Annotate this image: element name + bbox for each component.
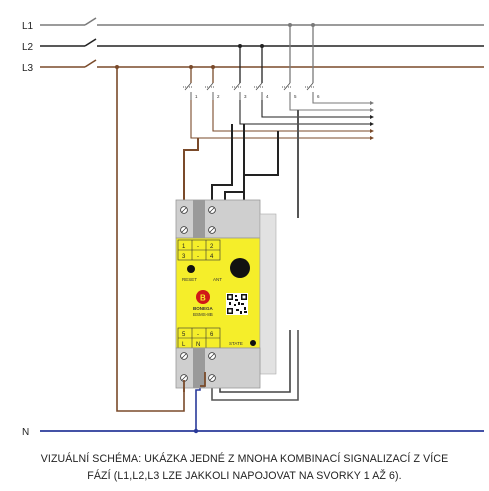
l3-label: L3 <box>22 63 34 74</box>
breaker-label-3: 3 <box>244 94 247 99</box>
signal-wires <box>183 110 299 230</box>
bonega-logo-mark: B <box>200 294 206 303</box>
terminal-sep-top: - <box>197 244 199 250</box>
bottom-wires <box>183 372 206 392</box>
terminal-label-3: 3 <box>182 254 186 260</box>
terminal-sep-mid: - <box>197 254 199 260</box>
antenna-connector <box>230 258 250 278</box>
breaker-label-6: 6 <box>317 94 320 99</box>
breaker-label-2: 2 <box>217 94 220 99</box>
terminal-label-2: 2 <box>210 244 214 250</box>
brand-label: BONEGA <box>193 306 214 311</box>
qr-code-icon <box>226 293 248 315</box>
breaker-label-1: 1 <box>195 94 198 99</box>
breaker-4 <box>254 82 264 100</box>
terminal-label-l: L <box>182 342 186 348</box>
device: 1 - 2 3 - 4 RESET ANT B BONEGA BSMS-8B <box>175 199 277 389</box>
caption-line-1: VIZUÁLNÍ SCHÉMA: UKÁZKA JEDNÉ Z MNOHA KO… <box>40 453 449 465</box>
state-led <box>250 340 256 346</box>
arrow-heads <box>370 101 374 140</box>
device-top-slot <box>193 200 205 238</box>
device-top-housing <box>175 199 261 239</box>
terminal-label-4: 4 <box>210 254 214 260</box>
n-label: N <box>22 427 29 438</box>
breaker-labels: 1 2 3 4 5 6 <box>195 94 320 99</box>
l2-switch <box>84 38 97 47</box>
breakers <box>183 82 315 100</box>
l1-switch <box>84 17 97 26</box>
breaker-1 <box>183 82 193 100</box>
top-terminal-grid <box>177 239 221 261</box>
reset-label: RESET <box>182 277 197 282</box>
breaker-feeds <box>190 25 314 83</box>
terminal-label-n: N <box>196 342 200 348</box>
device-bottom-slot <box>193 348 205 388</box>
bonega-logo-icon <box>196 290 210 304</box>
terminal-label-6: 6 <box>210 332 214 338</box>
breaker-label-5: 5 <box>294 94 297 99</box>
outgoing-lines <box>190 100 370 139</box>
l3-switch <box>84 59 97 68</box>
breaker-3 <box>232 82 242 100</box>
caption: VIZUÁLNÍ SCHÉMA: UKÁZKA JEDNÉ Z MNOHA KO… <box>6 451 483 485</box>
device-side <box>259 213 277 375</box>
ant-label: ANT <box>213 277 222 282</box>
breaker-5 <box>282 82 292 100</box>
breaker-label-4: 4 <box>266 94 269 99</box>
terminal-label-1: 1 <box>182 244 186 250</box>
caption-line-2: FÁZÍ (L1,L2,L3 LZE JAKKOLI NAPOJOVAT NA … <box>87 470 402 482</box>
state-label: STATE <box>229 341 243 346</box>
terminal-sep-bot: - <box>197 332 199 338</box>
device-bottom-housing <box>175 347 261 389</box>
l2-label: L2 <box>22 42 34 53</box>
l1-label: L1 <box>22 21 34 32</box>
terminal-label-5: 5 <box>182 332 186 338</box>
breaker-6 <box>305 82 315 100</box>
reset-button[interactable] <box>187 265 195 273</box>
breaker-2 <box>205 82 215 100</box>
model-label: BSMS-8B <box>193 312 213 317</box>
